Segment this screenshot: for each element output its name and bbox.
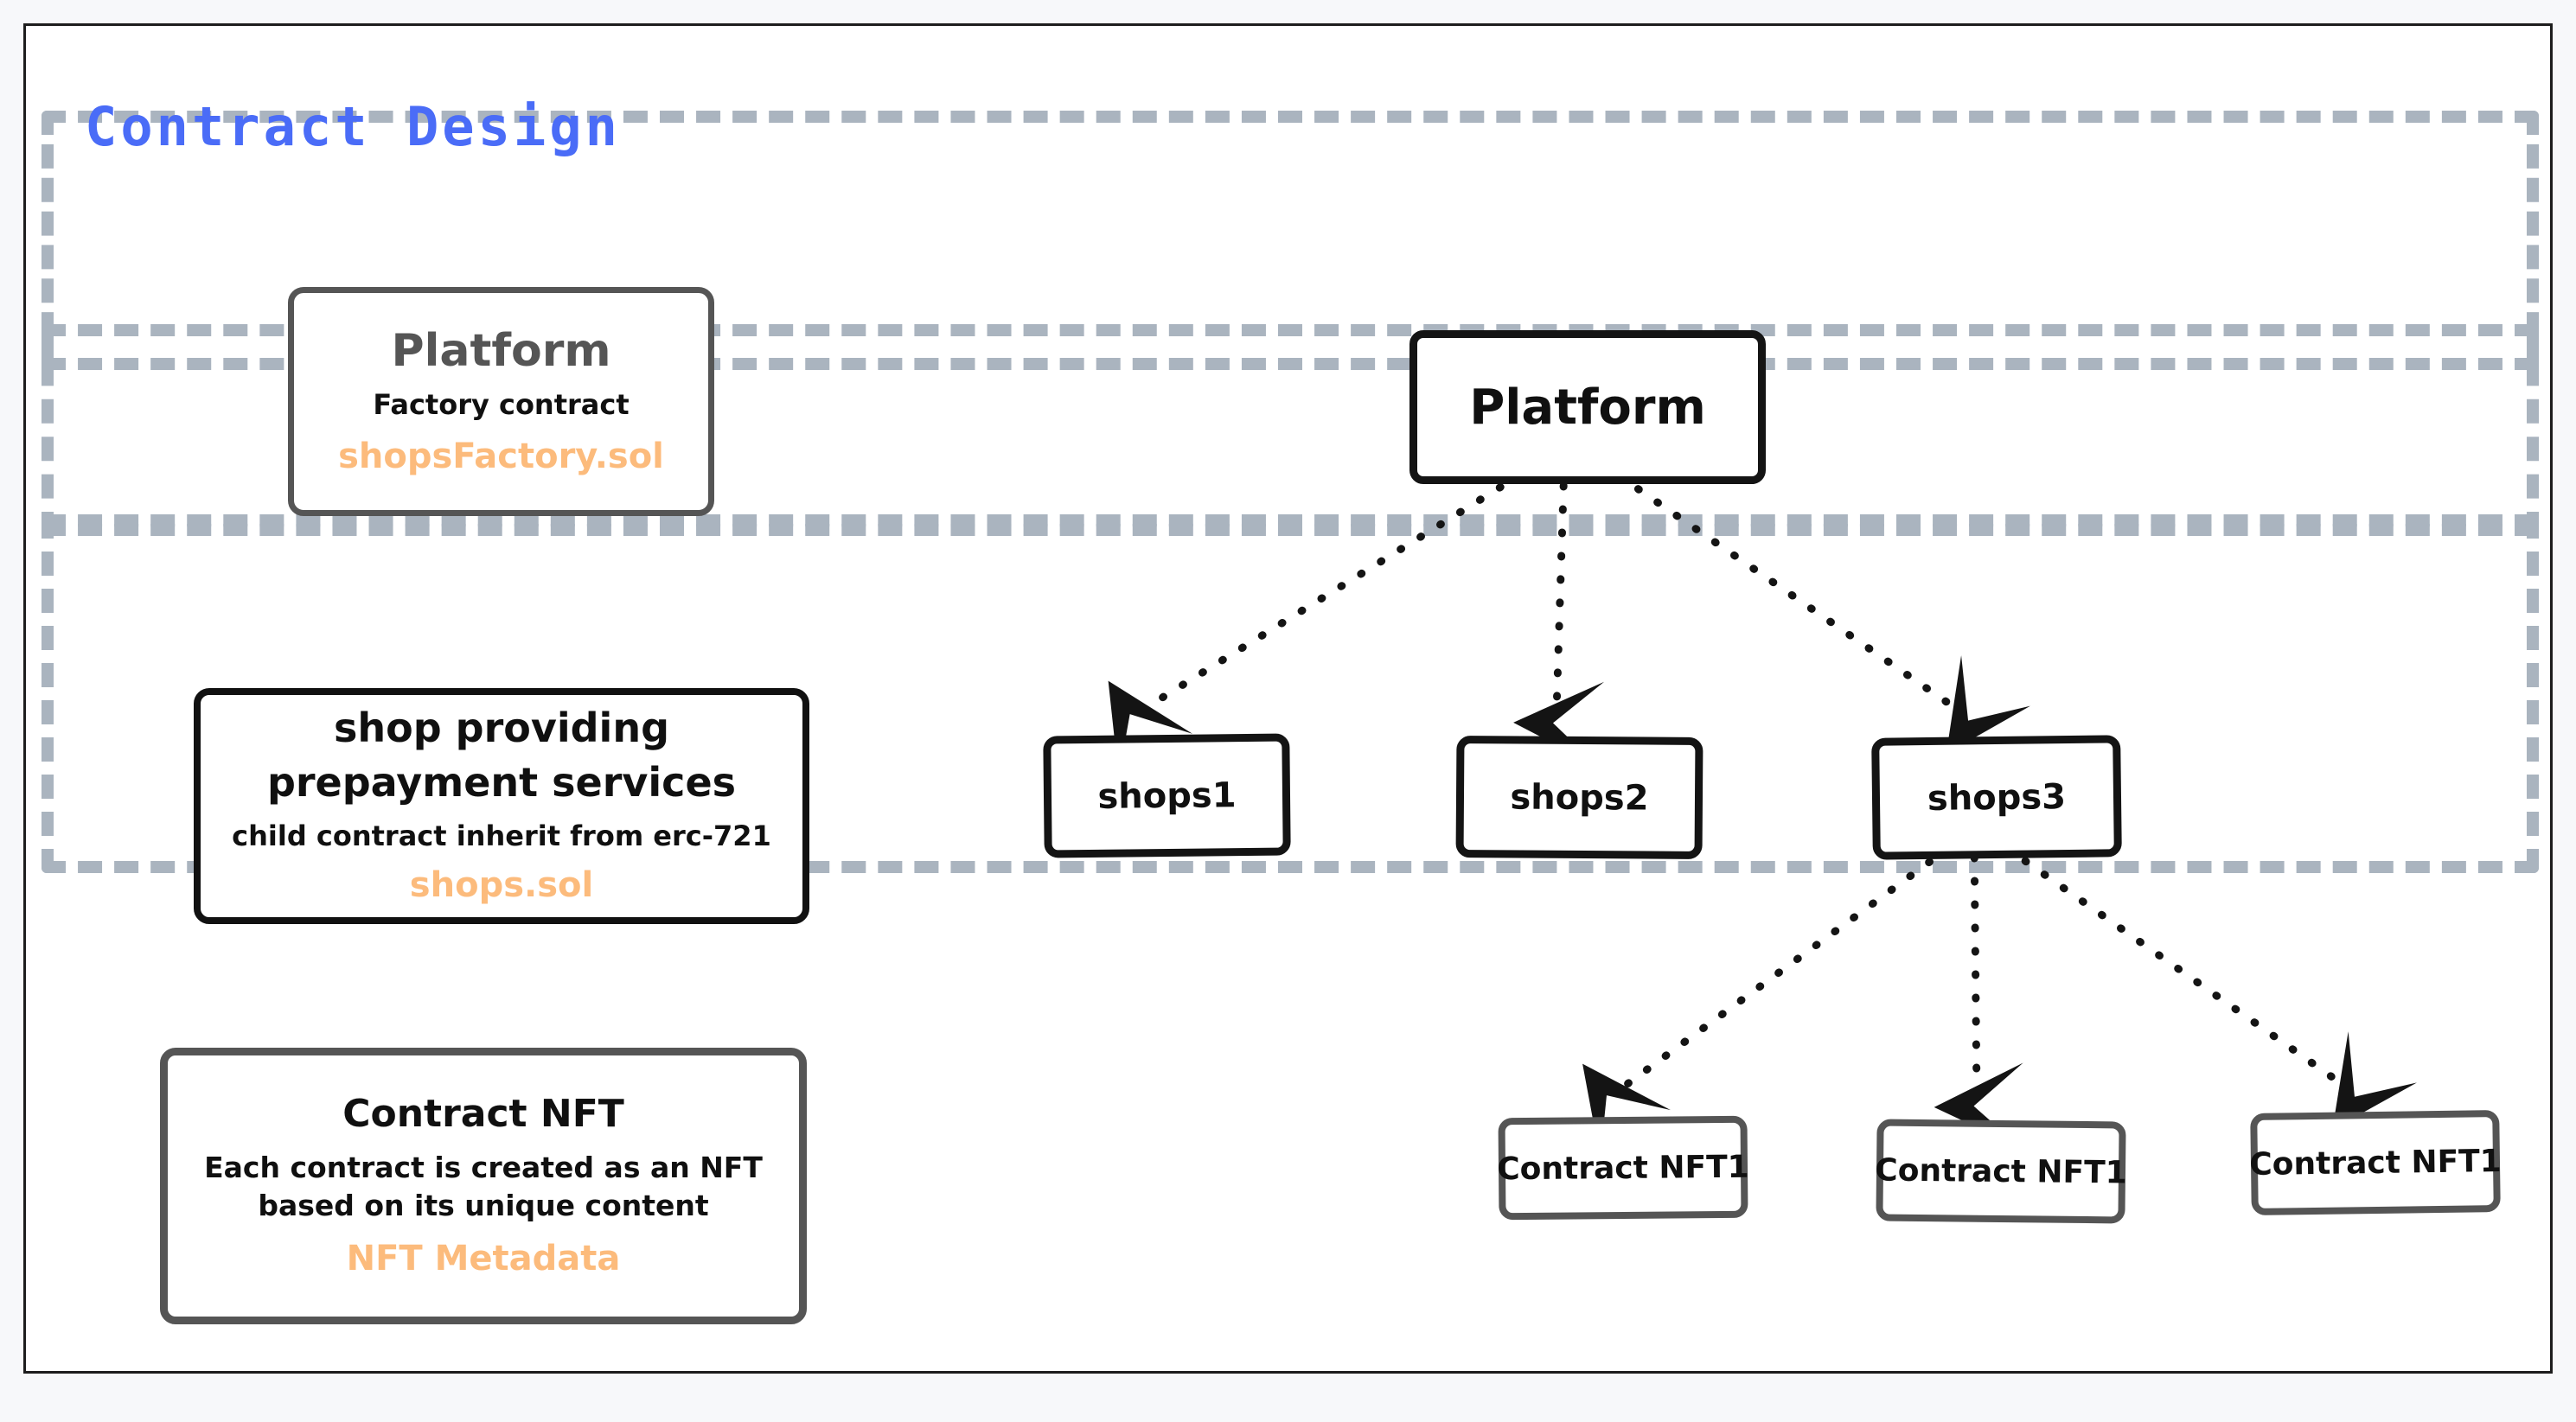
legend-card-platform: Platform Factory contract shopsFactory.s… bbox=[288, 287, 714, 516]
legend-shops-file: shops.sol bbox=[409, 865, 594, 906]
node-platform[interactable]: Platform bbox=[1409, 330, 1766, 484]
legend-shops-subtitle: child contract inherit from erc-721 bbox=[232, 819, 771, 852]
node-shops3[interactable]: shops3 bbox=[1871, 735, 2122, 860]
legend-card-shops: shop providing prepayment services child… bbox=[194, 688, 809, 924]
diagram-canvas: Contract Design Platform Factory contrac… bbox=[23, 23, 2553, 1374]
legend-nft-file: NFT Metadata bbox=[346, 1239, 621, 1279]
legend-shops-title-line2: prepayment services bbox=[266, 759, 737, 807]
node-shops1[interactable]: shops1 bbox=[1043, 733, 1291, 858]
legend-nft-subtitle-line2: based on its unique content bbox=[258, 1188, 709, 1222]
legend-shops-title-line1: shop providing bbox=[333, 704, 669, 751]
legend-nft-title: Contract NFT bbox=[342, 1091, 624, 1136]
node-shops2[interactable]: shops2 bbox=[1455, 736, 1703, 859]
node-contract-nft-1[interactable]: Contract NFT1 bbox=[1497, 1115, 1749, 1221]
node-contract-nft-2[interactable]: Contract NFT1 bbox=[1875, 1119, 2127, 1224]
legend-card-contract-nft: Contract NFT Each contract is created as… bbox=[160, 1048, 807, 1324]
legend-platform-subtitle: Factory contract bbox=[373, 388, 630, 422]
page-title: Contract Design bbox=[85, 95, 621, 158]
legend-platform-file: shopsFactory.sol bbox=[338, 436, 664, 476]
legend-nft-subtitle-line1: Each contract is created as an NFT bbox=[204, 1151, 763, 1185]
legend-platform-title: Platform bbox=[391, 325, 611, 378]
node-contract-nft-3[interactable]: Contract NFT1 bbox=[2249, 1109, 2502, 1216]
